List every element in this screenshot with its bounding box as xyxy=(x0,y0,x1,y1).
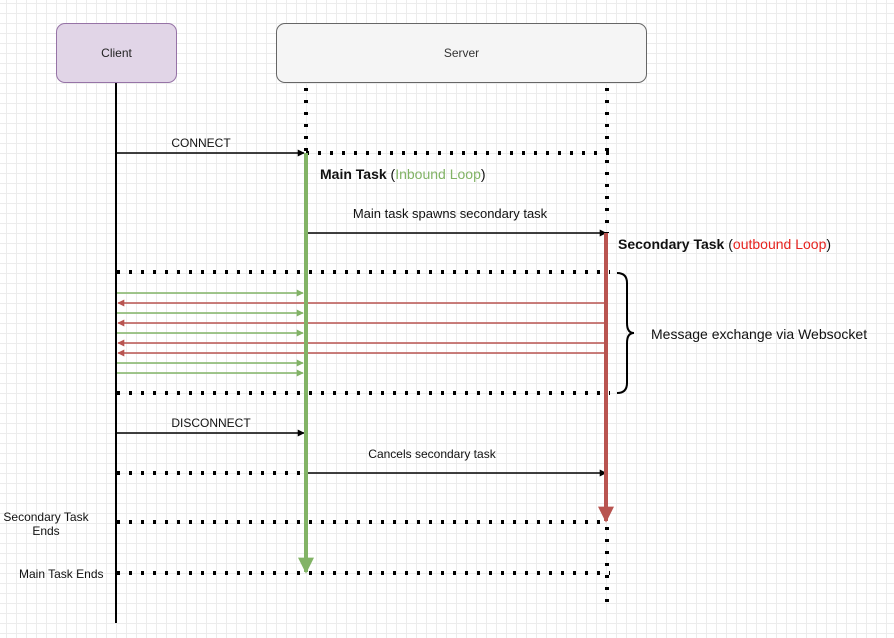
client-actor-box: Client xyxy=(56,23,177,83)
server-label: Server xyxy=(443,46,480,60)
secondary-task-label: Secondary Task (outbound Loop) xyxy=(618,236,831,252)
main-task-loop: Inbound Loop xyxy=(395,166,481,182)
exchange-curly-brace xyxy=(616,272,635,394)
connect-label: CONNECT xyxy=(171,136,231,150)
secondary-task-close-paren: ) xyxy=(826,236,832,252)
main-task-open-paren: ( xyxy=(390,166,396,182)
client-label: Client xyxy=(101,46,132,60)
cancels-label: Cancels secondary task xyxy=(368,447,496,461)
secondary-task-open-paren: ( xyxy=(728,236,733,252)
websocket-exchange-arrows xyxy=(117,289,605,377)
secondary-task-ends-label: Secondary Task Ends xyxy=(3,510,89,538)
secondary-task-title: Secondary Task xyxy=(618,236,725,252)
main-task-label: Main Task (Inbound Loop) xyxy=(320,166,486,182)
main-task-title: Main Task xyxy=(320,166,387,182)
disconnect-label: DISCONNECT xyxy=(171,416,251,430)
main-task-close-paren: ) xyxy=(480,166,486,182)
main-task-ends-label: Main Task Ends xyxy=(19,567,104,581)
secondary-task-loop: outbound Loop xyxy=(732,236,827,252)
exchange-note: Message exchange via Websocket xyxy=(651,326,868,342)
server-actor-box: Server xyxy=(276,23,647,83)
spawns-label: Main task spawns secondary task xyxy=(352,206,548,221)
